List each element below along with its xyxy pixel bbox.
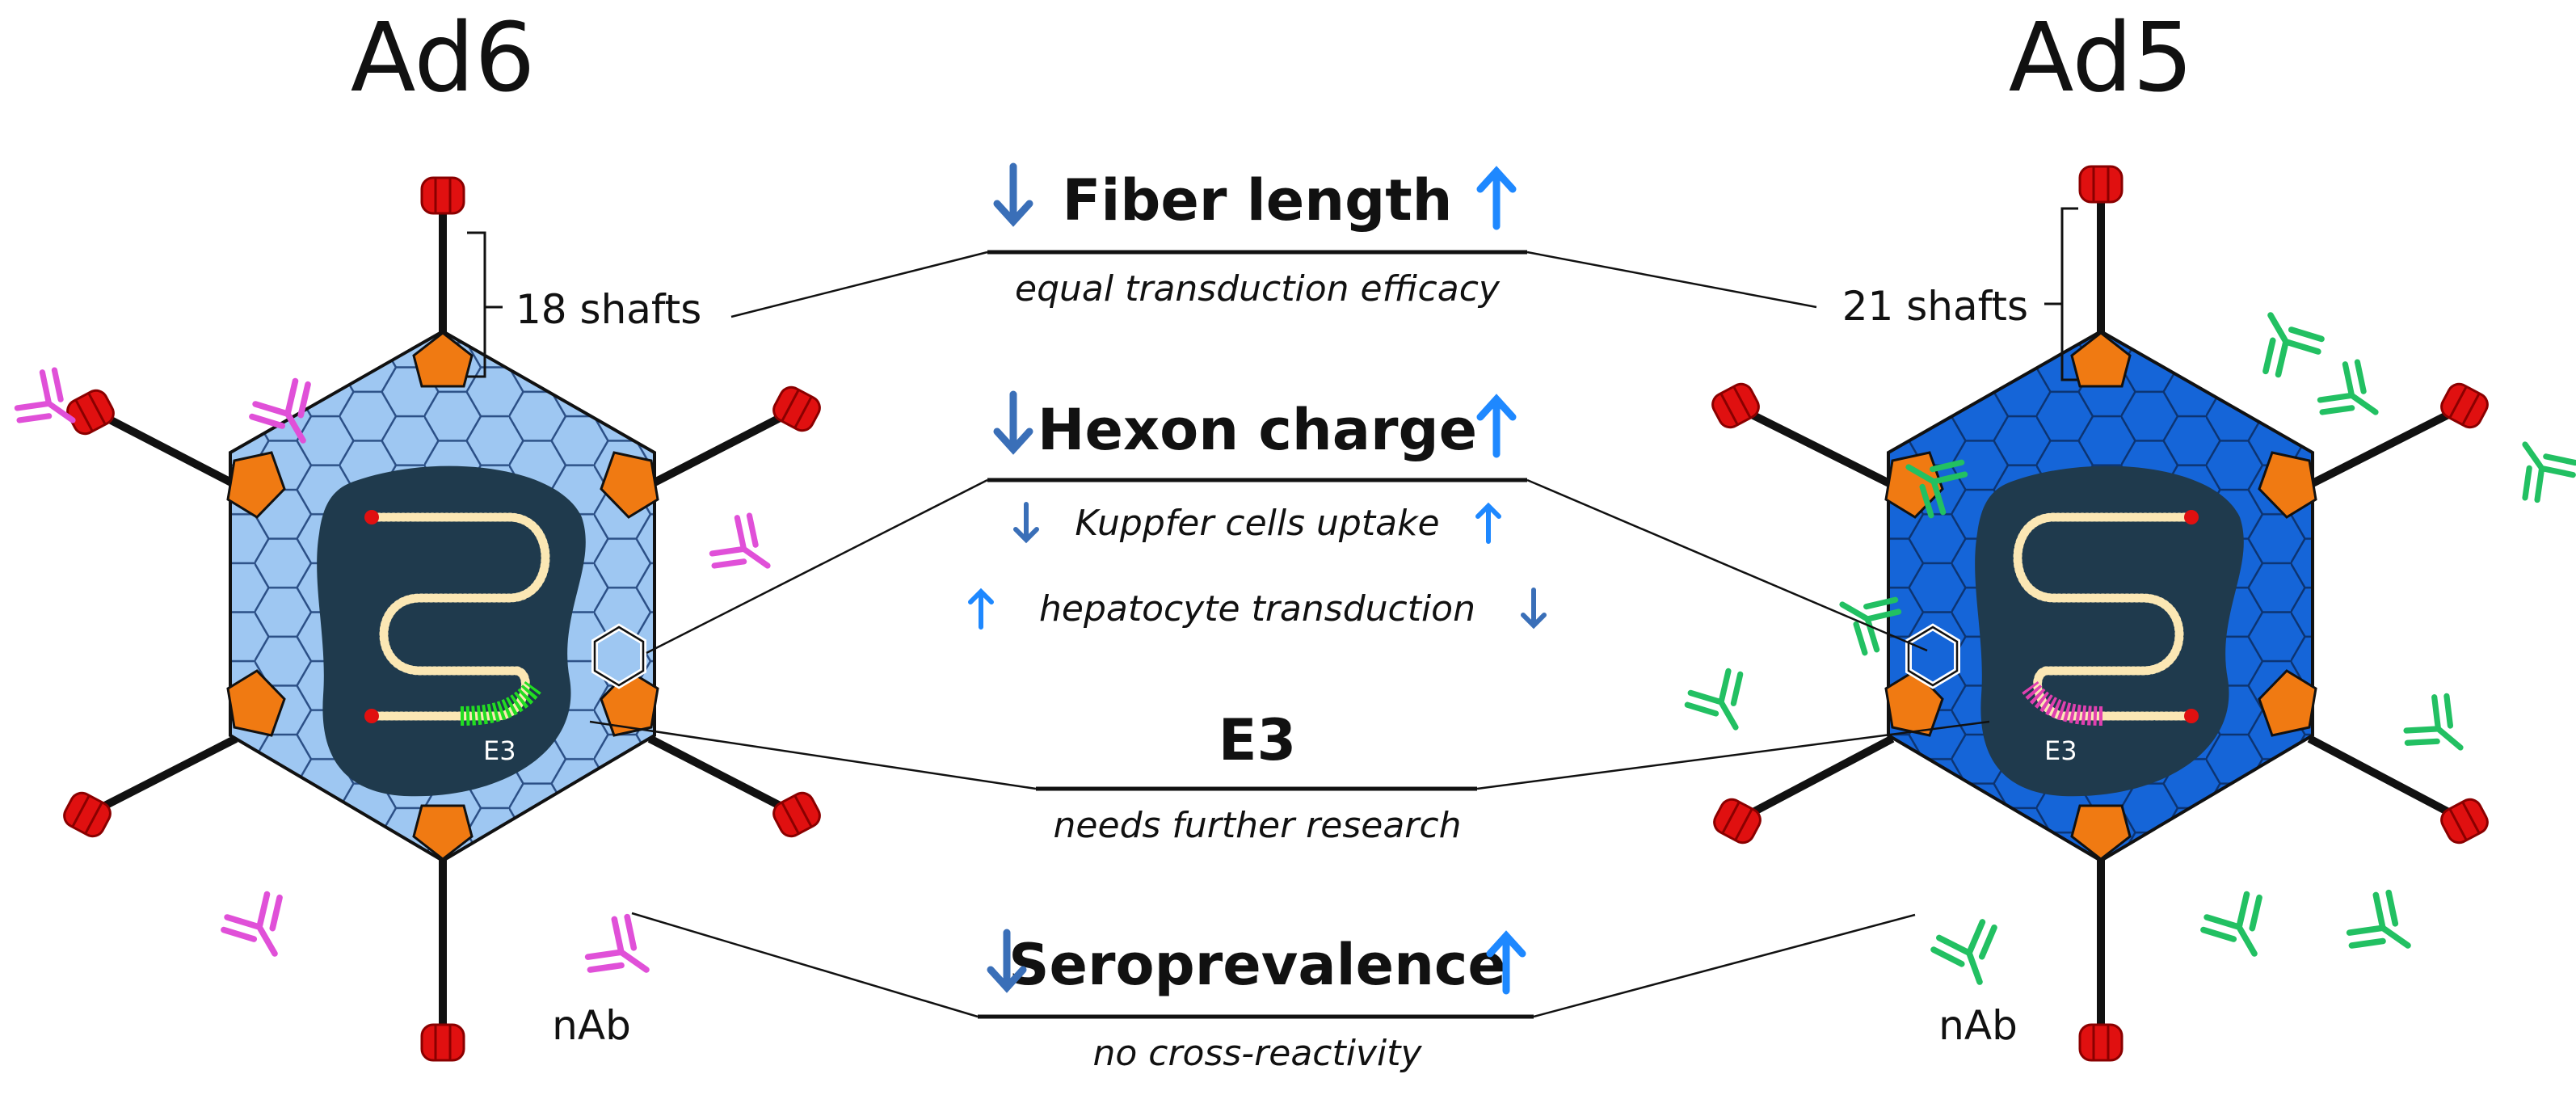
seroprevalence-sub: no cross-reactivity <box>1092 1033 1422 1074</box>
antibody-icon <box>2199 890 2282 970</box>
penton-icon <box>600 451 659 519</box>
penton-icon <box>2070 804 2132 861</box>
ad5-virus: Ad5 <box>1683 2 2576 1062</box>
arrow-up-icon <box>1486 930 1526 995</box>
hexon-charge-heading: Hexon charge <box>1038 397 1477 463</box>
kupffer-uptake-sub: Kuppfer cells uptake <box>1075 503 1439 544</box>
genome-icon <box>368 512 550 721</box>
penton-icon <box>2258 669 2317 737</box>
ad6-title: Ad6 <box>351 2 536 113</box>
antibody-icon <box>219 890 302 970</box>
penton-icon <box>2070 331 2132 388</box>
penton-icon <box>2258 451 2317 519</box>
antibody-icon <box>583 912 665 996</box>
fiber-length-heading: Fiber length <box>1063 167 1453 234</box>
fiber-length-sub: equal transduction efficacy <box>1015 268 1501 310</box>
comparison-seroprevalence: Seroprevalence no cross-reactivity <box>978 929 1534 1074</box>
ad5-e3-label: E3 <box>2044 735 2077 766</box>
arrow-down-icon <box>987 929 1027 993</box>
arrow-up-icon <box>1475 502 1501 544</box>
arrow-down-icon <box>993 390 1033 455</box>
ad5-title: Ad5 <box>2009 2 2194 113</box>
comparison-fiber-length: Fiber length equal transduction efficacy <box>987 162 1527 310</box>
penton-icon <box>226 451 286 519</box>
arrow-down-icon <box>1013 502 1039 544</box>
antibody-icon <box>2344 887 2427 972</box>
arrow-up-icon <box>1476 394 1517 458</box>
comparison-hexon-charge: Hexon charge Kuppfer cells uptake hepato… <box>968 390 1547 630</box>
arrow-down-icon <box>993 162 1033 227</box>
e3-sub: needs further research <box>1054 805 1462 846</box>
ad5-nab-label: nAb <box>1938 1002 2018 1049</box>
ad5-fibers <box>1741 187 2459 1034</box>
antibody-icon <box>1683 667 1762 743</box>
penton-icon <box>412 804 474 861</box>
penton-icon <box>412 331 474 388</box>
hexon-icon <box>1905 623 1960 689</box>
hepatocyte-transduction-sub: hepatocyte transduction <box>1039 588 1475 630</box>
comparison-e3: E3 needs further research <box>1036 707 1477 846</box>
e3-heading: E3 <box>1219 707 1297 773</box>
ad6-virus: Ad6 <box>12 2 825 1062</box>
antibody-icon <box>1930 919 2010 993</box>
arrow-up-icon <box>1476 166 1517 230</box>
connector-lines <box>589 251 1990 1018</box>
ad6-shafts-bracket <box>467 231 486 378</box>
arrow-down-icon <box>1521 588 1547 630</box>
arrow-up-icon <box>968 588 994 630</box>
ad6-pentons <box>226 331 659 861</box>
ad6-nab-label: nAb <box>552 1002 631 1049</box>
antibody-icon <box>2500 427 2576 504</box>
antibody-icon <box>2401 690 2480 771</box>
seroprevalence-heading: Seroprevalence <box>1008 932 1506 998</box>
ad6-e3-label: E3 <box>483 735 516 766</box>
ad5-shafts-label: 21 shafts <box>1842 283 2028 330</box>
genome-icon <box>2013 512 2195 721</box>
hexon-icon <box>591 623 646 689</box>
ad5-shafts-bracket <box>2060 207 2078 381</box>
ad6-shafts-label: 18 shafts <box>516 286 701 333</box>
antibody-icon <box>2315 357 2393 437</box>
antibody-icon <box>2242 299 2326 379</box>
penton-icon <box>226 669 286 737</box>
antibody-icon <box>707 511 785 591</box>
